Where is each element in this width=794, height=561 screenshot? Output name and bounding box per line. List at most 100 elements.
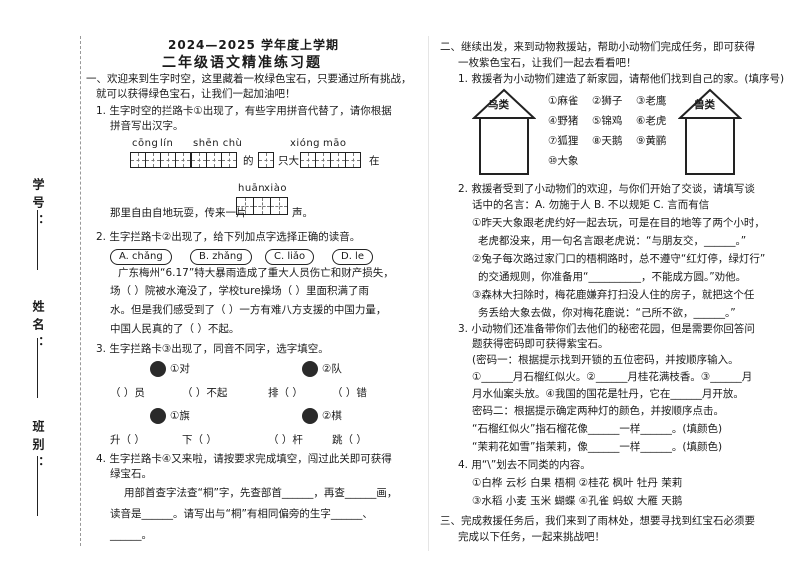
pinyin-xiong: xióng [290, 138, 320, 149]
class-line [37, 456, 38, 516]
part1-heading: 一、欢迎来到生字时空，这里藏着一枚绿色宝石，只要通过所有挑战， [86, 73, 412, 85]
text-zhida: 只大 [278, 155, 299, 167]
bird-house [472, 88, 536, 176]
p2-q3-color2: “茉莉花如雪”指茉莉，像______一样______。(填颜色) [472, 441, 723, 453]
name-line [37, 338, 38, 398]
p2-q3-instruction-cont: 题获得密码即可获得紫宝石。 [472, 338, 609, 350]
part2-heading: 二、继续出发，来到动物救援站，帮助小动物们完成任务，即可获得 [440, 41, 755, 53]
animal-7: ⑦狐狸 [548, 135, 579, 147]
animal-10: ⑩大象 [548, 155, 579, 167]
animal-5: ⑤锦鸡 [592, 115, 623, 127]
q2-para-line1: 广东梅州“6.17”特大暴雨造成了重大人员伤亡和财产损失， [118, 267, 394, 279]
pinyin-lin: lín [160, 138, 174, 149]
p2-q2-line2: 老虎都没来，用一句名言跟老虎说：“与朋友交，______。” [478, 235, 747, 247]
exam-title: 2024—2025 学年度上学期 [168, 38, 339, 52]
p2-q2-line3: ②兔子每次路过家门口的梧桐路时，总不遵守“红灯停，绿灯行” [472, 253, 766, 265]
text-sheng: 声。 [292, 207, 313, 219]
q4-fill-line3: ______。 [110, 529, 152, 541]
q1-instruction: 1. 生字时空的拦路卡①出现了，有些字用拼音代替了，请你根据 [96, 105, 392, 117]
part3-heading: 三、完成救援任务后，我们来到了雨林处，想要寻找到红宝石必须要 [440, 515, 755, 527]
q4-fill-line1: 用部首查字法查“桐”字，先查部首______，再查______画， [124, 487, 398, 499]
p2-q2-line4: 的交通规则，你准备用“__________，不能成方圆。”劝他。 [478, 271, 747, 283]
q3-row2-item4: 跳（ ） [332, 434, 367, 446]
name-label: 姓名： [31, 300, 45, 354]
p2-q4-instruction: 4. 用“\”划去不同类的内容。 [458, 459, 591, 471]
fish-icon [150, 408, 166, 424]
p2-q4-row1: ①白桦 云杉 白果 梧桐 ②桂花 枫叶 牡丹 茉莉 [472, 477, 683, 489]
p2-q3-fill1: ①______月石榴红似火。②______月桂花满枝香。③______月 [472, 371, 753, 383]
fish-icon [302, 408, 318, 424]
q3-row2-item1: 升（ ） [110, 434, 145, 446]
animal-8: ⑧天鹅 [592, 135, 623, 147]
pinyin-mao: māo [323, 138, 347, 149]
part2-heading-cont: 一枚紫色宝石，让我们一起去看看吧！ [458, 57, 637, 69]
p2-q3-instruction: 3. 小动物们还准备带你们去他们的秘密花园，但是需要你回答问 [458, 323, 755, 335]
option-d[interactable]: D. le [332, 249, 373, 265]
pinyin-xiao: xiào [264, 183, 287, 194]
house-left-label: 鸟类 [488, 99, 509, 111]
answer-boxes-conglin[interactable] [130, 152, 191, 168]
p2-q2-line5: ③森林大扫除时，梅花鹿嫌弃打扫没人住的房子，就把这个任 [472, 289, 755, 301]
q4-instruction-cont: 绿宝石。 [110, 468, 152, 480]
column-divider [428, 36, 429, 551]
q3-pair1-a: ①对 [170, 363, 190, 375]
animal-9: ⑨黄鹂 [636, 135, 667, 147]
q2-para-line4: 中国人民真的了（ ）不起。 [110, 323, 240, 335]
answer-box-single[interactable] [258, 152, 274, 168]
p2-q3-code1: (密码一：根据提示找到开锁的五位密码，并按顺序输入。 [472, 354, 739, 366]
house-right-label: 兽类 [694, 99, 715, 111]
q4-fill-line2: 读音是______。请写出与“桐”有相同偏旁的生字______、 [110, 508, 373, 520]
p2-q2-line6: 务丢给大象去做，你对梅花鹿说：“己所不欲，______。” [478, 307, 736, 319]
q3-instruction: 3. 生字拦路卡③出现了，同音不同字，选字填空。 [96, 343, 329, 355]
q3-row1-item2: （ ）不起 [182, 387, 228, 399]
p2-q2-options: 话中的名言：A. 勿施于人 B. 不以规矩 C. 言而有信 [472, 199, 710, 211]
q3-pair2-b: ②棋 [322, 410, 342, 422]
p2-q3-code2: 密码二：根据提示确定两种灯的颜色，并按顺序点击。 [472, 405, 724, 417]
option-c[interactable]: C. liǎo [265, 249, 315, 265]
answer-boxes-shenchu[interactable] [191, 152, 237, 168]
option-b[interactable]: B. zhǎng [190, 249, 252, 265]
animal-6: ⑥老虎 [636, 115, 667, 127]
option-a[interactable]: A. chǎng [110, 249, 172, 265]
animal-1: ①麻雀 [548, 95, 579, 107]
fish-icon [150, 361, 166, 377]
answer-boxes-huanxiao[interactable] [236, 197, 288, 215]
pinyin-shenchu: shēn chù [193, 138, 243, 149]
p2-q2-line1: ①昨天大象跟老虎约好一起去玩，可是在目的地等了两个小时， [472, 217, 765, 229]
q3-row1-item4: （ ）错 [332, 387, 367, 399]
beast-house [678, 88, 742, 176]
part1-heading-cont: 就可以获得绿色宝石，让我们一起加油吧！ [96, 88, 296, 100]
q2-instruction: 2. 生字拦路卡②出现了，给下列加点字选择正确的读音。 [96, 231, 361, 243]
exam-subtitle: 二年级语文精准练习题 [162, 55, 322, 71]
q1-line2: 那里自由自地玩耍，传来一片 [110, 207, 247, 219]
student-number-label: 学号： [31, 178, 45, 232]
q3-row1-item1: （ ）员 [110, 387, 145, 399]
q2-para-line2: 场（ ）院被水淹没了，学校ture操场（ ）里面积满了雨 [110, 285, 369, 297]
q3-row1-item3: 排（ ） [268, 387, 303, 399]
q4-instruction: 4. 生字拦路卡④又来啦，请按要求完成填空，闯过此关即可获得 [96, 453, 392, 465]
p2-q3-fill2: 月水仙案头放。④我国的国花是牡丹，它在______月开放。 [472, 388, 744, 400]
q2-para-line3: 水。但是我们感受到了（ ）一方有难八方支援的中国力量， [110, 304, 387, 316]
p2-q1-instruction: 1. 救援者为小动物们建造了新家园，请帮他们找到自己的家。(填序号) [458, 73, 785, 85]
q3-pair2-a: ①旗 [170, 410, 190, 422]
p2-q4-row2: ③水稻 小麦 玉米 蝴蝶 ④孔雀 蚂蚁 大雁 天鹅 [472, 495, 683, 507]
q1-instruction-cont: 拼音写出汉字。 [110, 120, 184, 132]
text-zai: 在 [369, 155, 380, 167]
pinyin-huan: huān [238, 183, 266, 194]
pinyin-cong: cōng [132, 138, 159, 149]
class-label: 班别： [31, 420, 45, 474]
fish-icon [302, 361, 318, 377]
q3-pair1-b: ②队 [322, 363, 342, 375]
answer-boxes-xiongmao[interactable] [300, 152, 361, 168]
animal-3: ③老鹰 [636, 95, 667, 107]
student-number-line [37, 210, 38, 270]
animal-2: ②狮子 [592, 95, 623, 107]
binding-line [80, 36, 82, 546]
q3-row2-item3: （ ）杆 [268, 434, 303, 446]
animal-4: ④野猪 [548, 115, 579, 127]
p2-q3-color1: “石榴红似火”指石榴花像______一样______。(填颜色) [472, 423, 723, 435]
p2-q2-instruction: 2. 救援者受到了小动物们的欢迎，与你们开始了交谈，请填写谈 [458, 183, 755, 195]
q3-row2-item2: 下（ ） [182, 434, 217, 446]
part3-heading-cont: 完成以下任务，一起来挑战吧！ [458, 531, 605, 543]
text-de: 的 [243, 155, 254, 167]
